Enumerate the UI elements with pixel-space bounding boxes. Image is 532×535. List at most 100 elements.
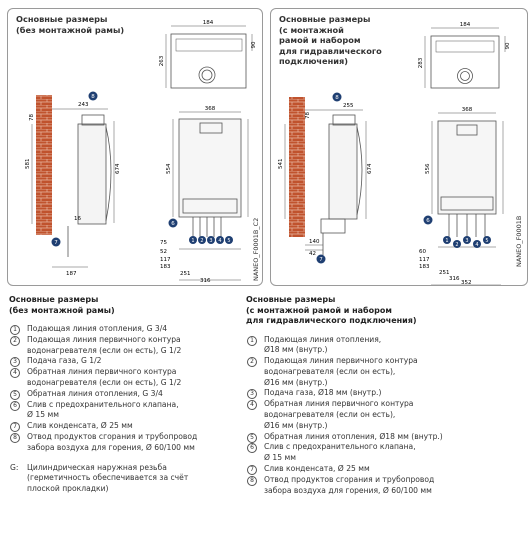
marker-1 <box>443 236 451 244</box>
dim-316: 316 <box>449 276 460 282</box>
legend-number: 3 <box>10 357 20 368</box>
dim-184: 184 <box>203 20 214 26</box>
marker-3 <box>207 236 215 244</box>
dim-581: 581 <box>25 159 31 170</box>
marker-8-label: 8 <box>91 94 95 100</box>
legend-text: Обратная линия отопления, Ø18 мм (внутр.… <box>264 431 443 441</box>
dim-78: 78 <box>305 112 311 119</box>
brick-wall <box>289 97 305 237</box>
dim-140: 140 <box>309 239 320 245</box>
marker-3 <box>463 236 471 244</box>
legend-number: 1 <box>10 325 20 335</box>
panel-title: Основные размеры (с монтажной рамой и на… <box>279 14 382 66</box>
panel-title: Основные размеры (без монтажной рамы) <box>16 14 125 35</box>
legend-text: Обратная линия первичного контура водона… <box>264 399 414 430</box>
legend-number: 1 <box>247 335 257 346</box>
dim-60: 60 <box>419 249 426 255</box>
dim-187: 187 <box>66 271 77 277</box>
legend-item: 8 Отвод продуктов сгорания и трубопровод … <box>246 475 528 497</box>
legend-number: 7 <box>10 422 20 433</box>
marker-5 <box>483 236 491 244</box>
legend-number: 8 <box>247 475 257 486</box>
legend-text: Подающая линия отопления, G 3/4 <box>27 324 168 333</box>
marker-8 <box>332 92 342 102</box>
marker-2 <box>453 240 461 248</box>
connection-markers: 8 7 6 1 2 3 4 5 <box>51 91 233 247</box>
dim-243: 243 <box>78 102 89 108</box>
brick-wall <box>36 95 52 235</box>
legend-number: 6 <box>247 443 257 454</box>
dim-16: 16 <box>74 216 81 222</box>
thread-note-text: Цилиндрическая наружная резьба (герметич… <box>27 462 189 494</box>
legend-number: 8 <box>10 432 20 443</box>
marker-6 <box>423 215 433 225</box>
dim-255: 255 <box>343 103 354 109</box>
legend-text: Слив конденсата, Ø 25 мм <box>27 421 133 431</box>
thread-note: G: Цилиндрическая наружная резьба (гермет… <box>9 463 257 495</box>
legend-number: 3 <box>247 389 257 400</box>
marker-1 <box>189 236 197 244</box>
legend-item: 4 Обратная линия первичного контура водон… <box>9 367 257 389</box>
legend-text: Подающая линия отопления, Ø18 мм (внутр.… <box>264 334 382 355</box>
dim-674: 674 <box>115 163 121 174</box>
legend-number: 2 <box>10 335 20 346</box>
dim-78: 78 <box>29 114 35 121</box>
legend-number: 5 <box>10 389 20 400</box>
dim-90: 90 <box>251 41 257 48</box>
dim-117: 117 <box>160 257 171 263</box>
legend-item: 5 Обратная линия отопления, G 3/4 <box>9 389 257 400</box>
dim-251: 251 <box>439 270 450 276</box>
legend-text: Слив конденсата, Ø 25 мм <box>264 464 370 474</box>
marker-7 <box>51 237 61 247</box>
marker-7-label: 7 <box>54 240 58 246</box>
legend-text: Обратная линия отопления, G 3/4 <box>27 388 163 398</box>
dim-554: 554 <box>166 163 172 174</box>
legend-item: 1 Подающая линия отопления, Ø18 мм (внутр… <box>246 335 528 357</box>
marker-1-label: 1 <box>445 238 448 244</box>
legend-number: 7 <box>247 465 257 476</box>
marker-2 <box>198 236 206 244</box>
side-view <box>31 108 115 268</box>
legend-number: 4 <box>10 368 20 379</box>
marker-5-label: 5 <box>485 238 488 244</box>
legend-text: Подача газа, Ø18 мм (внутр.) <box>264 388 382 398</box>
marker-7-label: 7 <box>319 257 323 263</box>
marker-4 <box>473 240 481 248</box>
dim-251: 251 <box>180 271 191 277</box>
marker-4-label: 4 <box>475 242 478 248</box>
marker-3-label: 3 <box>209 238 212 244</box>
top-view <box>424 27 506 89</box>
model-code: NANEO_F0001B_C2 <box>252 217 260 281</box>
dim-42: 42 <box>309 251 316 257</box>
dim-283: 283 <box>418 57 424 68</box>
legend-text: Обратная линия первичного контура водона… <box>27 367 182 387</box>
marker-8-label: 8 <box>335 95 339 101</box>
marker-3-label: 3 <box>465 238 468 244</box>
marker-6 <box>168 218 178 228</box>
marker-6-label: 6 <box>171 221 175 227</box>
dim-183: 183 <box>419 264 430 270</box>
dim-117: 117 <box>419 257 430 263</box>
legend-item: 7 Слив конденсата, Ø 25 мм <box>246 464 528 476</box>
marker-5 <box>225 236 233 244</box>
dimension-drawing-with-frame: 184 90 283 255 78 541 674 140 42 <box>278 22 511 285</box>
connection-markers: 8 7 6 1 2 3 4 5 <box>316 92 491 264</box>
legend-text: Отвод продуктов сгорания и трубопровод з… <box>264 474 435 495</box>
marker-2-label: 2 <box>200 238 203 244</box>
dim-674: 674 <box>367 163 373 174</box>
dimension-drawing-without-frame: 184 90 263 243 78 581 674 187 16 <box>25 20 257 284</box>
legend-with-frame: Основные размеры (с монтажной рамой и на… <box>246 295 528 496</box>
legend-item: 1 Подающая линия отопления, G 3/4 <box>9 324 257 335</box>
diagram-panel-without-frame: Основные размеры (без монтажной рамы) 18… <box>7 8 263 286</box>
legend-text: Слив с предохранительного клапана, Ø 15 … <box>27 399 179 420</box>
dim-541: 541 <box>278 159 284 170</box>
thread-note-label: G: <box>10 462 19 472</box>
dim-556: 556 <box>425 163 431 174</box>
legend-text: Подающая линия первичного контура водона… <box>264 356 418 387</box>
side-view <box>284 109 367 255</box>
